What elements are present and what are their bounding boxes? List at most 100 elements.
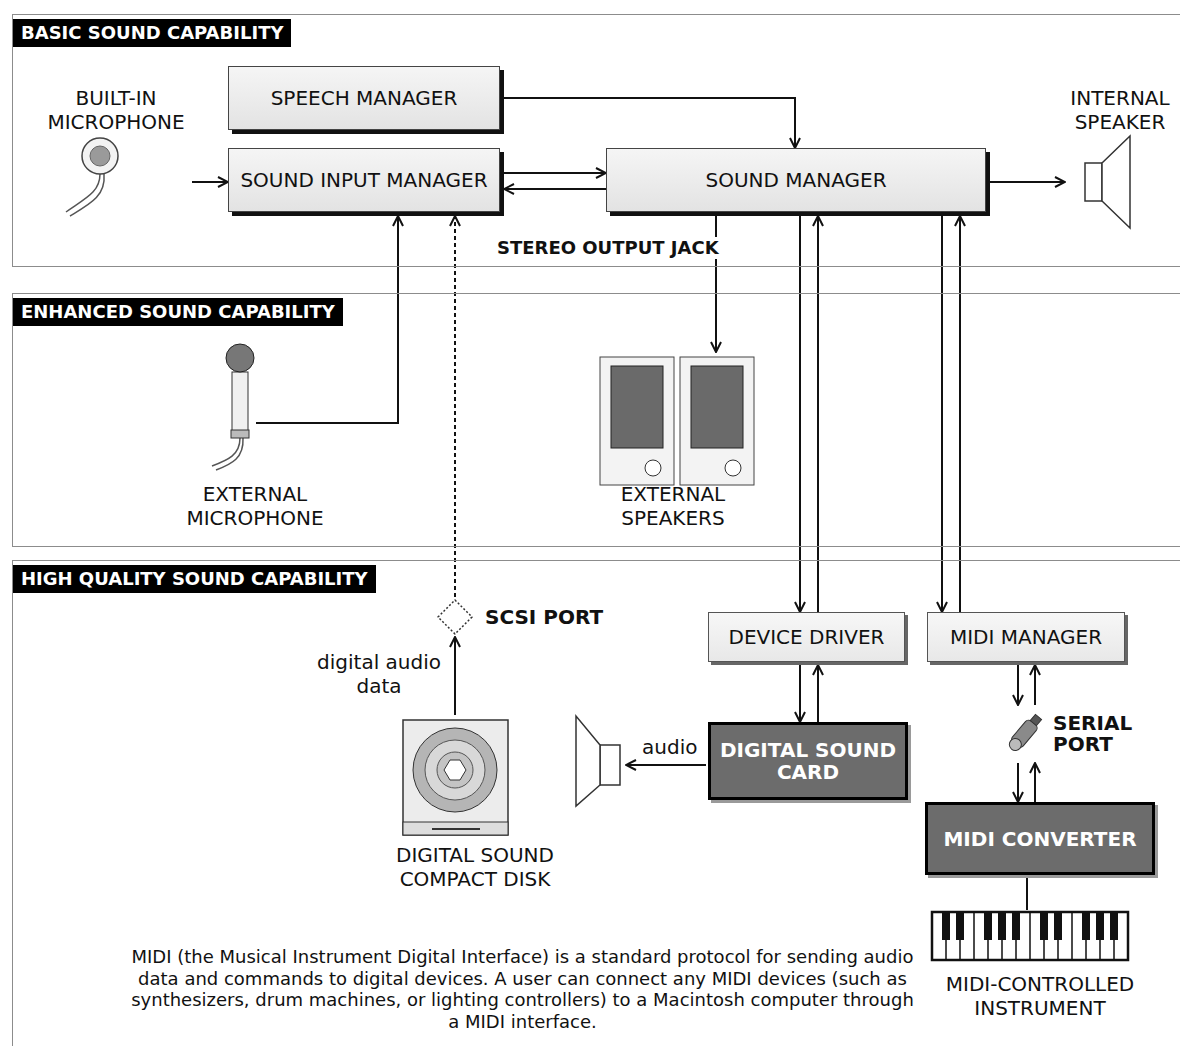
device-figure: EXTERNAL MICROPHONE xyxy=(180,340,330,532)
connector xyxy=(959,216,961,612)
serial-plug-icon xyxy=(1006,712,1044,753)
builtin-microphone-icon xyxy=(66,138,118,216)
keyboard-icon xyxy=(932,912,1128,960)
black-key xyxy=(1040,912,1048,940)
box-label: SOUND INPUT MANAGER xyxy=(240,168,487,192)
compact-disk-icon xyxy=(403,720,508,835)
connector xyxy=(1034,763,1036,802)
card-label: MIDI CONVERTER xyxy=(943,828,1136,850)
connector xyxy=(454,637,456,715)
box-label: SOUND MANAGER xyxy=(705,168,886,192)
device-label: EXTERNAL SPEAKERS xyxy=(566,482,780,530)
connector xyxy=(1017,665,1019,705)
disk xyxy=(413,728,497,812)
connector xyxy=(504,98,795,148)
internal-speaker-icon xyxy=(1085,136,1130,228)
box-label: MIDI MANAGER xyxy=(950,625,1102,649)
edge-label: digital audio data xyxy=(309,650,449,698)
connector xyxy=(799,665,801,722)
band-heading: ENHANCED SOUND CAPABILITY xyxy=(13,298,343,326)
black-keys xyxy=(942,912,1118,940)
speaker-cone xyxy=(576,716,600,806)
device-figure: DIGITAL SOUND COMPACT DISK xyxy=(385,715,565,893)
capability-band: BASIC SOUND CAPABILITY BUILT-IN MICROPHON… xyxy=(12,14,1180,267)
external-microphone-icon xyxy=(212,344,330,470)
manager-box: DEVICE DRIVER xyxy=(708,612,905,662)
disk-ring xyxy=(437,752,473,788)
device-label: DIGITAL SOUND COMPACT DISK xyxy=(389,843,561,891)
device-label: MIDI-CONTROLLED INSTRUMENT xyxy=(929,972,1151,1020)
connector xyxy=(454,216,456,597)
connector xyxy=(799,216,801,612)
device-figure: EXTERNAL SPEAKERS xyxy=(562,352,784,532)
explanatory-note: MIDI (the Musical Instrument Digital Int… xyxy=(128,946,917,1032)
device-figure: INTERNAL SPEAKER xyxy=(1065,84,1175,230)
microphone-handle xyxy=(232,372,248,434)
connector xyxy=(1034,665,1036,705)
connector xyxy=(504,188,606,190)
band-heading: BASIC SOUND CAPABILITY xyxy=(13,19,291,47)
speaker-cabinet xyxy=(600,357,674,485)
microphone-head xyxy=(226,344,254,372)
speaker-body xyxy=(600,745,620,785)
keyboard-body xyxy=(932,912,1128,960)
audio-out-arrow xyxy=(626,764,706,766)
connector xyxy=(192,181,228,183)
connectors xyxy=(192,98,1065,910)
port-label: SERIAL PORT xyxy=(1053,713,1155,755)
black-key xyxy=(998,912,1006,940)
white-key-lines xyxy=(946,912,1114,960)
manager-box: SOUND INPUT MANAGER xyxy=(228,148,500,212)
microphone-cable xyxy=(212,438,240,466)
plug-tip xyxy=(1030,714,1041,725)
microphone-grille xyxy=(90,146,110,166)
black-key xyxy=(1110,912,1118,940)
manager-box: SPEECH MANAGER xyxy=(228,66,500,130)
box-label: DEVICE DRIVER xyxy=(729,625,885,649)
disk-hub xyxy=(444,760,466,780)
microphone-cable xyxy=(70,174,104,216)
black-key xyxy=(984,912,992,940)
card-speaker-icon xyxy=(576,716,620,806)
capability-band: ENHANCED SOUND CAPABILITY EXTERNAL MICROP… xyxy=(12,293,1180,547)
card-label: DIGITAL SOUND CARD xyxy=(717,739,899,783)
microphone-wire xyxy=(256,422,330,424)
device-label: INTERNAL SPEAKER xyxy=(1069,86,1171,134)
microphone-ring xyxy=(231,430,249,438)
microphone-cable xyxy=(66,174,100,212)
jack-label: STEREO OUTPUT JACK xyxy=(495,237,721,259)
device-label: BUILT-IN MICROPHONE xyxy=(44,86,188,134)
manager-box: SOUND MANAGER xyxy=(606,148,986,212)
port-connector: SERIAL PORT xyxy=(1005,705,1155,763)
speaker-cabinet xyxy=(680,357,754,485)
speaker-woofer xyxy=(611,366,663,448)
external-speakers-icon xyxy=(600,357,754,485)
port-connector: SCSI PORT xyxy=(437,597,622,637)
connector xyxy=(817,216,819,612)
plug-cap xyxy=(1007,736,1024,753)
device-figure: MIDI-CONTROLLED INSTRUMENT xyxy=(925,910,1155,1022)
manager-box: MIDI MANAGER xyxy=(927,612,1125,662)
speaker-cone xyxy=(1102,136,1130,228)
black-key xyxy=(1082,912,1090,940)
device-label: EXTERNAL MICROPHONE xyxy=(184,482,326,530)
hardware-card: DIGITAL SOUND CARD xyxy=(708,722,908,800)
black-key xyxy=(942,912,950,940)
disk-slot xyxy=(432,828,480,830)
scsi-diamond xyxy=(438,600,472,634)
disk-tray xyxy=(403,822,508,835)
speaker-tweeter xyxy=(725,460,741,476)
connector xyxy=(504,172,606,174)
disk-ring xyxy=(425,740,485,800)
microphone-cable xyxy=(216,438,243,470)
hardware-card: MIDI CONVERTER xyxy=(925,802,1155,875)
microphone-head xyxy=(82,138,118,174)
black-key xyxy=(956,912,964,940)
speaker-tweeter xyxy=(645,460,661,476)
connector xyxy=(817,665,819,722)
signal-label: audio xyxy=(640,735,699,759)
disk-drive xyxy=(403,720,508,835)
